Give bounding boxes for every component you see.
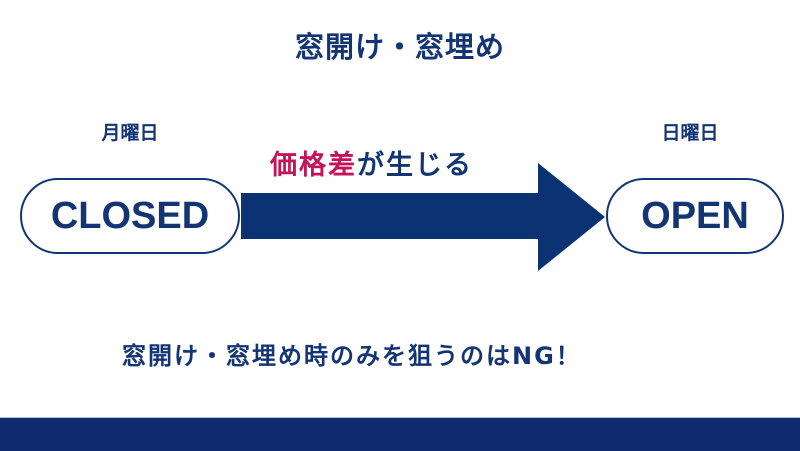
- footer-bar: [0, 417, 800, 451]
- price-gap-text: 価格差: [270, 150, 357, 181]
- day-label-monday: 月曜日: [101, 122, 159, 144]
- arrow-caption: 価格差が生じる: [270, 143, 473, 182]
- day-label-sunday: 日曜日: [661, 122, 719, 144]
- right-arrow-icon: [241, 163, 605, 271]
- closed-badge: CLOSED: [20, 178, 240, 254]
- arises-text: が生じる: [357, 150, 473, 181]
- closed-label: CLOSED: [50, 194, 210, 237]
- open-badge: OPEN: [606, 178, 784, 254]
- warning-note: 窓開け・窓埋め時のみを狙うのはNG！: [122, 342, 582, 370]
- page-title: 窓開け・窓埋め: [294, 30, 505, 64]
- open-label: OPEN: [641, 194, 749, 237]
